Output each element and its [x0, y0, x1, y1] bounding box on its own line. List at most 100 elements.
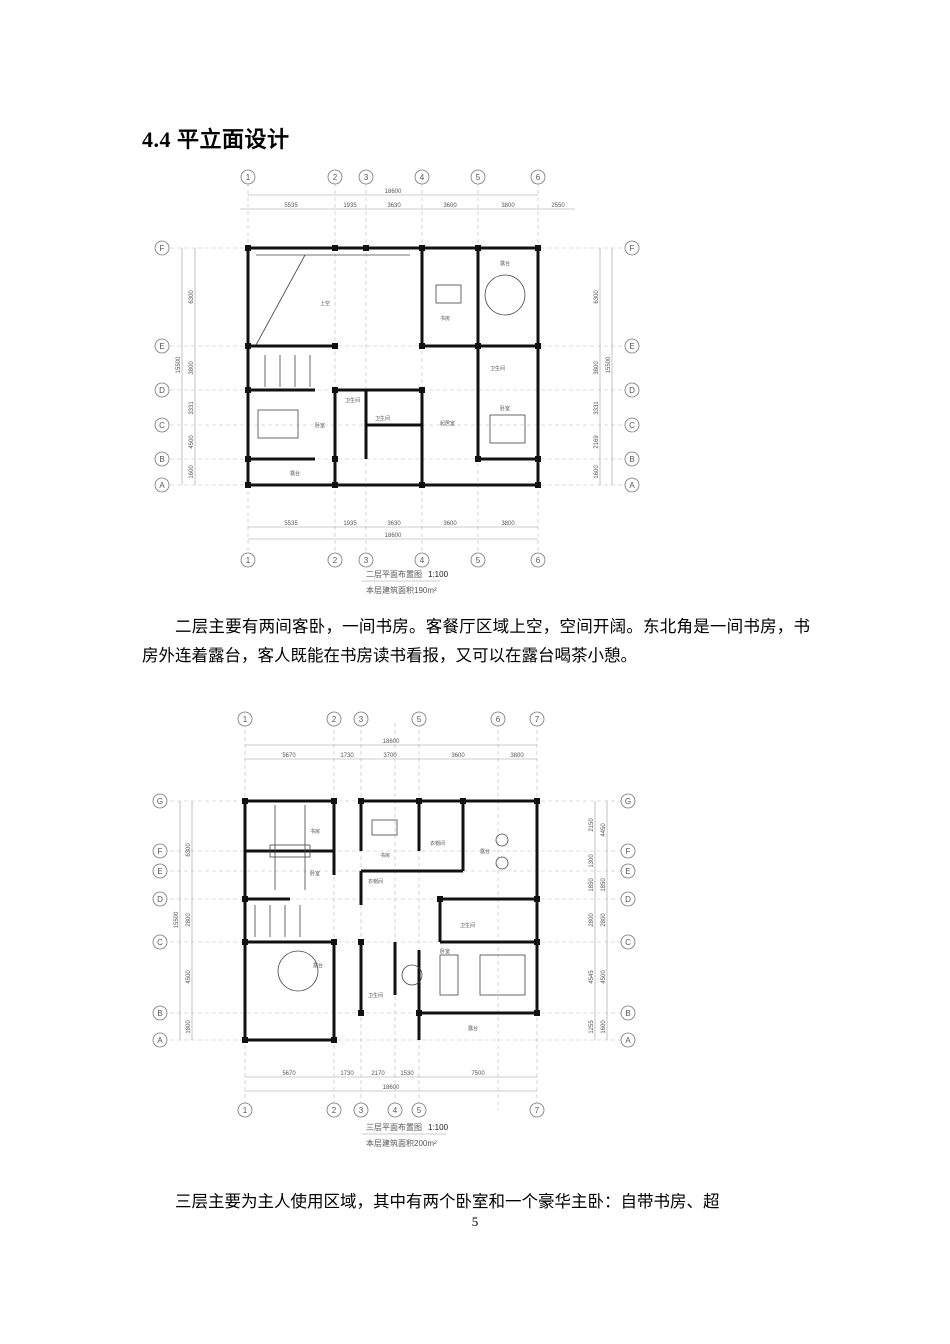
dim-value: 4450 — [601, 823, 607, 837]
axis-label: 1 — [246, 556, 251, 565]
dim-value: 6300 — [186, 843, 192, 857]
axis-label: 3 — [364, 556, 369, 565]
axis-label: 2 — [332, 1106, 337, 1115]
plan2-bottom-axes: 1 2 3 4 5 7 — [237, 1102, 545, 1118]
plan-title: 二层平面布置图 — [366, 569, 422, 579]
axis-label: C — [629, 421, 635, 430]
room-label: 衣帽间 — [430, 840, 445, 847]
axis-label: F — [160, 244, 165, 253]
axis-label: D — [157, 895, 163, 904]
room-label: 书房 — [440, 315, 450, 322]
third-floor-plan: 1 2 3 5 6 7 1 2 3 4 5 7 G F E D C B A G … — [152, 711, 636, 1148]
dim-value: 1800 — [186, 1020, 192, 1034]
plan1-bottom-dimensions: 5535 1935 3630 3600 3800 18600 — [248, 521, 538, 540]
room-label: 露台 — [313, 962, 323, 969]
dim-value: 1850 — [589, 878, 595, 892]
axis-label: C — [159, 421, 165, 430]
dim-total: 15500 — [176, 356, 182, 373]
dim-value: 3600 — [443, 203, 457, 209]
plan1-walls — [246, 246, 540, 487]
axis-label: G — [625, 797, 631, 806]
dim-value: 5670 — [282, 753, 296, 759]
paragraph-third-floor: 三层主要为主人使用区域，其中有两个卧室和一个豪华主卧：自带书房、超 — [175, 1192, 720, 1211]
plan1-caption: 二层平面布置图 1:100 本层建筑面积190m² — [362, 569, 449, 595]
dim-value: 2800 — [601, 913, 607, 927]
axis-label: 1 — [243, 1106, 248, 1115]
dim-total: 18600 — [385, 189, 402, 195]
axis-label: A — [629, 481, 635, 490]
room-label: 起居室 — [440, 420, 455, 427]
room-label: 书房 — [310, 828, 320, 835]
axis-label: G — [157, 797, 163, 806]
axis-label: B — [157, 1009, 162, 1018]
plan1-room-labels: 书房 露台 卫生间 卧室 卫生间 起居室 卫生间 卧室 露台 上空 — [290, 260, 510, 477]
room-label: 卫生间 — [375, 415, 390, 422]
room-label: 衣帽间 — [368, 878, 383, 885]
dim-value: 3600 — [443, 521, 457, 527]
axis-label: E — [625, 867, 630, 876]
room-label: 卧室 — [440, 948, 450, 955]
room-label: 卫生间 — [345, 397, 360, 404]
dim-value: 5535 — [284, 521, 298, 527]
dim-value: 2150 — [589, 818, 595, 832]
axis-label: 2 — [332, 715, 337, 724]
dim-total: 15500 — [174, 911, 180, 928]
axis-label: E — [629, 342, 634, 351]
axis-label: 1 — [246, 173, 251, 182]
axis-label: C — [157, 938, 163, 947]
axis-label: E — [159, 342, 164, 351]
plan2-columns — [242, 798, 540, 1043]
axis-label: 4 — [393, 1106, 398, 1115]
dim-value: 5670 — [282, 1071, 296, 1077]
room-label: 书房 — [380, 852, 390, 859]
axis-label: D — [629, 386, 635, 395]
room-label: 卫生间 — [460, 922, 475, 929]
axis-label: 4 — [420, 556, 425, 565]
axis-label: B — [629, 455, 634, 464]
plan-title: 三层平面布置图 — [366, 1122, 422, 1132]
dim-value: 1600 — [601, 1020, 607, 1034]
plan1-top-dimensions: 18600 5535 1935 3630 3600 3800 2550 — [240, 189, 575, 210]
section-heading: 4.4 平立面设计 — [142, 127, 290, 152]
plan1-left-axes: F E D C B A — [154, 240, 170, 493]
dim-value: 1300 — [589, 854, 595, 868]
dim-total: 18600 — [383, 1085, 400, 1091]
page-number: 5 — [471, 1214, 479, 1229]
axis-label: F — [158, 847, 163, 856]
room-label: 露台 — [290, 470, 300, 477]
dim-value: 3331 — [594, 401, 600, 415]
room-label: 卧室 — [500, 405, 510, 412]
dim-value: 1600 — [189, 465, 195, 479]
axis-label: D — [625, 895, 631, 904]
plan-scale: 1:100 — [428, 1123, 449, 1132]
dim-value: 2169 — [594, 435, 600, 449]
dim-value: 3800 — [594, 361, 600, 375]
plan1-right-dimensions: 15500 6300 3800 3331 2169 1600 — [594, 248, 613, 485]
axis-label: B — [625, 1009, 630, 1018]
dim-value: 1600 — [594, 465, 600, 479]
second-floor-plan: 1 2 3 4 5 6 1 2 3 4 5 6 F E D C B A F E … — [154, 169, 640, 595]
plan2-room-labels: 书房 书房 衣帽间 露台 卧室 衣帽间 卫生间 露台 卫生间 卧室 露台 — [310, 828, 490, 1032]
room-label: 卧室 — [310, 870, 320, 877]
axis-label: 2 — [333, 173, 338, 182]
axis-label: E — [157, 867, 162, 876]
dim-value: 4500 — [189, 435, 195, 449]
dim-value: 1255 — [589, 1020, 595, 1034]
dim-value: 3800 — [501, 521, 515, 527]
axis-label: 3 — [364, 173, 369, 182]
dim-value: 3800 — [501, 203, 515, 209]
dim-total: 15500 — [606, 356, 612, 373]
room-label: 卫生间 — [368, 992, 383, 999]
plan2-left-axes: G F E D C B A — [152, 793, 168, 1048]
plan2-bottom-dimensions: 5670 1730 2170 1530 7500 18600 — [245, 1071, 537, 1092]
axis-label: 5 — [476, 173, 481, 182]
axis-label: 7 — [535, 1106, 540, 1115]
plan1-right-axes: F E D C B A — [624, 240, 640, 493]
dim-value: 3800 — [189, 361, 195, 375]
plan2-caption: 三层平面布置图 1:100 本层建筑面积200m² — [362, 1122, 449, 1148]
dim-value: 4545 — [589, 970, 595, 984]
axis-label: 5 — [417, 715, 422, 724]
dim-value: 1935 — [343, 203, 357, 209]
axis-label: 5 — [417, 1106, 422, 1115]
dim-value: 2170 — [371, 1071, 385, 1077]
